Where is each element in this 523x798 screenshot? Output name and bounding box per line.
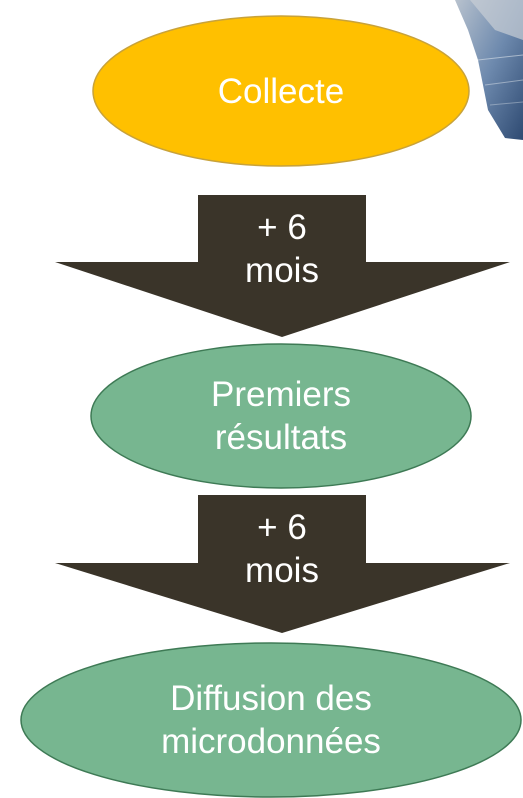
step-collecte-ellipse	[92, 15, 470, 167]
arrow-2-label: + 6 mois	[198, 496, 366, 602]
arrow-2-label-line-2: mois	[245, 551, 319, 590]
arrow-down-2	[55, 495, 510, 633]
decorative-photo-corner	[455, 0, 523, 140]
arrow-down-1	[55, 195, 510, 337]
step-collecte-label: Collecte	[93, 60, 469, 122]
arrow-1-label-line-2: mois	[245, 251, 319, 290]
step-premiers-resultats-line-1: Premiers	[210, 375, 352, 414]
step-premiers-resultats-label: Premiers résultats	[91, 362, 471, 470]
arrow-1-label-line-1: + 6	[257, 208, 307, 247]
arrow-2-label-line-1: + 6	[257, 508, 307, 547]
arrow-1-label: + 6 mois	[198, 196, 366, 302]
step-diffusion-microdonnees-ellipse	[20, 642, 522, 798]
step-diffusion-microdonnees-line-1: Diffusion des	[170, 679, 372, 718]
step-diffusion-microdonnees-line-2: microdonnées	[161, 722, 381, 761]
step-premiers-resultats-line-2: résultats	[214, 418, 348, 457]
step-premiers-resultats-ellipse	[90, 343, 472, 489]
step-collecte-text: Collecte	[217, 71, 345, 111]
step-diffusion-microdonnees-label: Diffusion des microdonnées	[21, 666, 521, 774]
